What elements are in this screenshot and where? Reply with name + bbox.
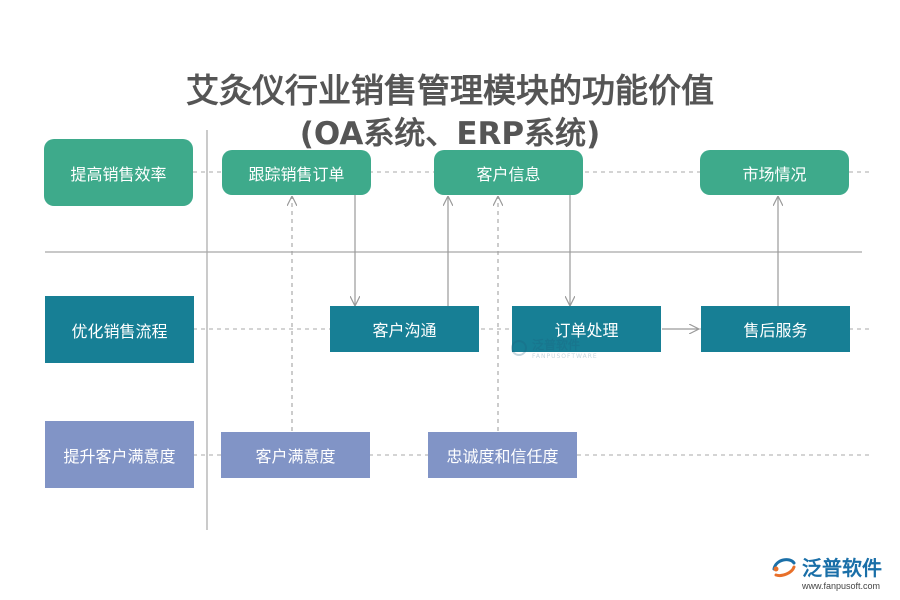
logo-url[interactable]: www.fanpusoft.com <box>802 581 881 591</box>
logo-name: 泛普软件 <box>802 556 882 580</box>
watermark: 泛普软件 FANPUSOFTWARE <box>510 336 598 360</box>
node-customer-satisfaction: 客户满意度 <box>221 432 370 478</box>
watermark-icon <box>511 340 527 356</box>
fanpu-logo-icon <box>772 557 796 577</box>
page-title: 艾灸仪行业销售管理模块的功能价值 <box>186 71 714 110</box>
node-customer-info: 客户信息 <box>434 150 583 195</box>
node-market: 市场情况 <box>700 150 849 195</box>
node-after-sales: 售后服务 <box>701 306 850 352</box>
node-order-processing: 订单处理 <box>512 306 661 352</box>
category-process: 优化销售流程 <box>45 296 194 363</box>
node-track-orders: 跟踪销售订单 <box>222 150 371 195</box>
node-loyalty-trust: 忠诚度和信任度 <box>428 432 577 478</box>
category-satisfaction: 提升客户满意度 <box>45 421 194 488</box>
watermark-en: FANPUSOFTWARE <box>532 353 598 360</box>
page-subtitle: (OA系统、ERP系统) <box>299 116 601 152</box>
category-efficiency: 提高销售效率 <box>44 139 193 206</box>
watermark-name: 泛普软件 <box>532 338 581 352</box>
brand-logo: 泛普软件 www.fanpusoft.com <box>770 552 882 591</box>
node-communication: 客户沟通 <box>330 306 479 352</box>
